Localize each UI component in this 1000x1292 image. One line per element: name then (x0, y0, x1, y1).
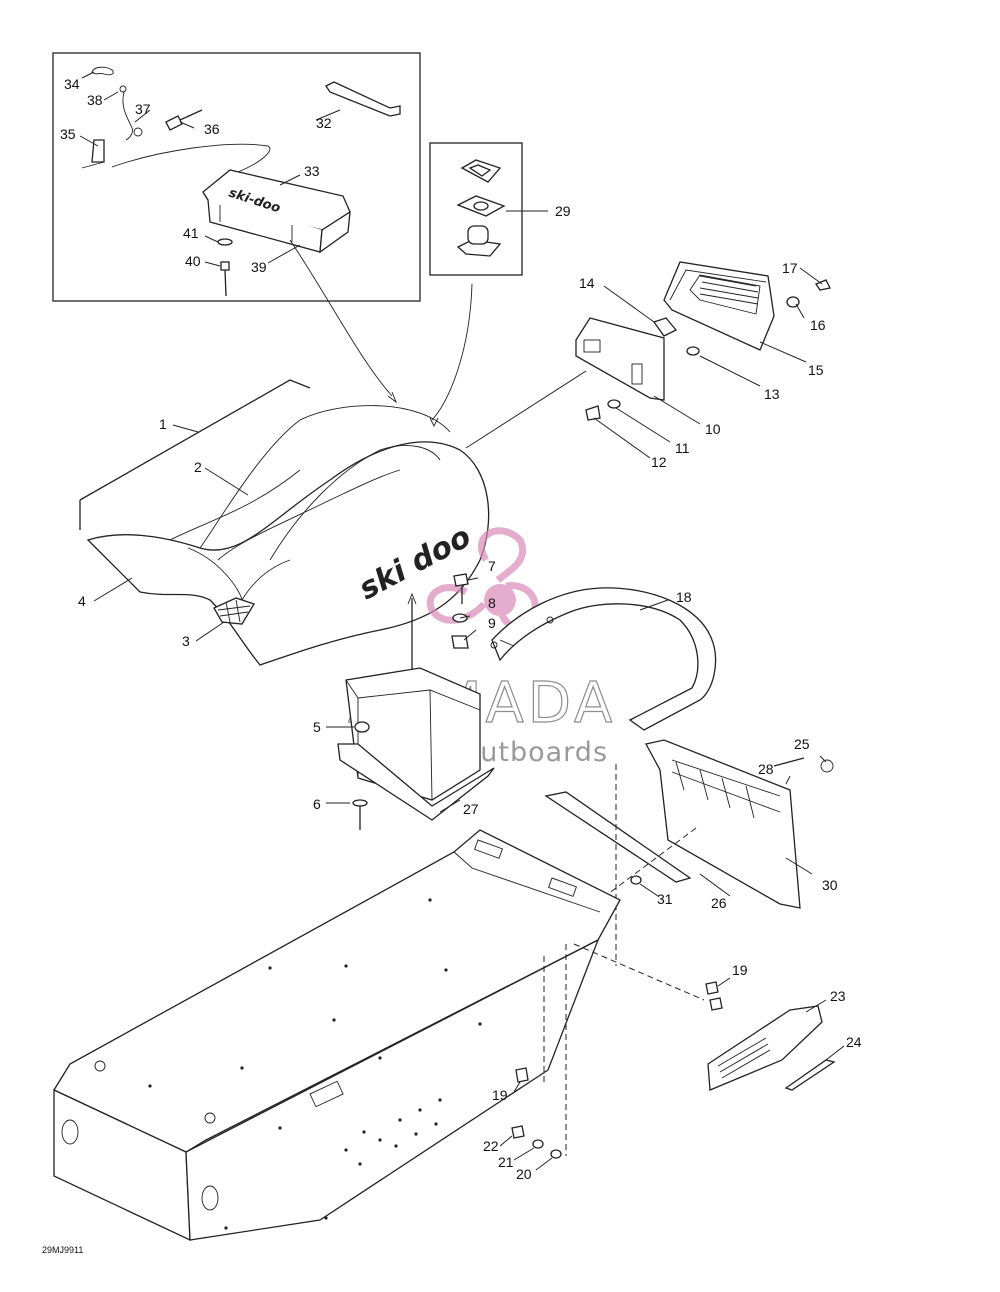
part-label-31: 31 (657, 891, 673, 907)
rear-bumper (490, 587, 717, 731)
part-label-40: 40 (185, 253, 201, 269)
rear-guard (544, 739, 834, 966)
part-label-32: 32 (316, 115, 332, 131)
part-label-18: 18 (676, 589, 692, 605)
tunnel-holes (148, 898, 482, 1230)
part-label-24: 24 (846, 1034, 862, 1050)
toolbox-drawing: ski-doo (202, 169, 351, 254)
part-label-38: 38 (87, 92, 103, 108)
part-label-26: 26 (711, 895, 727, 911)
part-label-7: 7 (488, 558, 496, 574)
drawing-code: 29MJ9911 (42, 1245, 83, 1255)
part-label-39: 39 (251, 259, 267, 275)
part-label-3: 3 (182, 633, 190, 649)
part-label-19b: 19 (492, 1087, 508, 1103)
part-label-9: 9 (488, 615, 496, 631)
part-label-10: 10 (705, 421, 721, 437)
part-label-35: 35 (60, 126, 76, 142)
part-label-34: 34 (64, 76, 80, 92)
part-label-28: 28 (758, 761, 774, 777)
part-label-25: 25 (794, 736, 810, 752)
part-label-41: 41 (183, 225, 199, 241)
part-label-5: 5 (313, 719, 321, 735)
part-label-27: 27 (463, 801, 479, 817)
part-number-labels: 1 2 3 4 5 6 7 8 9 10 11 12 13 14 15 16 1… (60, 76, 862, 1182)
part-label-11: 11 (675, 440, 690, 456)
part-label-1: 1 (159, 416, 167, 432)
part-label-33: 33 (304, 163, 320, 179)
part-label-23: 23 (830, 988, 846, 1004)
taillight-assembly (465, 261, 831, 459)
part-label-2: 2 (194, 459, 202, 475)
part-label-17: 17 (782, 260, 798, 276)
part-label-14: 14 (579, 275, 595, 291)
seat: ski doo (79, 239, 490, 666)
part-label-6: 6 (313, 796, 321, 812)
part-label-20: 20 (516, 1166, 532, 1182)
tunnel-chassis (53, 829, 705, 1242)
part-label-16: 16 (810, 317, 826, 333)
part-label-13: 13 (764, 386, 780, 402)
part-label-30: 30 (822, 877, 838, 893)
tool-kit-inset: ski-doo (52, 52, 421, 302)
storage-box (326, 667, 495, 830)
part-label-37: 37 (135, 101, 151, 117)
part-label-21: 21 (498, 1154, 514, 1170)
part-label-4: 4 (78, 593, 86, 609)
part-label-15: 15 (808, 362, 824, 378)
latch-inset (429, 142, 548, 276)
part-label-22: 22 (483, 1138, 499, 1154)
part-label-36: 36 (204, 121, 220, 137)
part-label-19a: 19 (732, 962, 748, 978)
part-label-8: 8 (488, 595, 496, 611)
running-board (499, 977, 845, 1171)
part-label-12: 12 (651, 454, 667, 470)
part-label-29: 29 (555, 203, 571, 219)
